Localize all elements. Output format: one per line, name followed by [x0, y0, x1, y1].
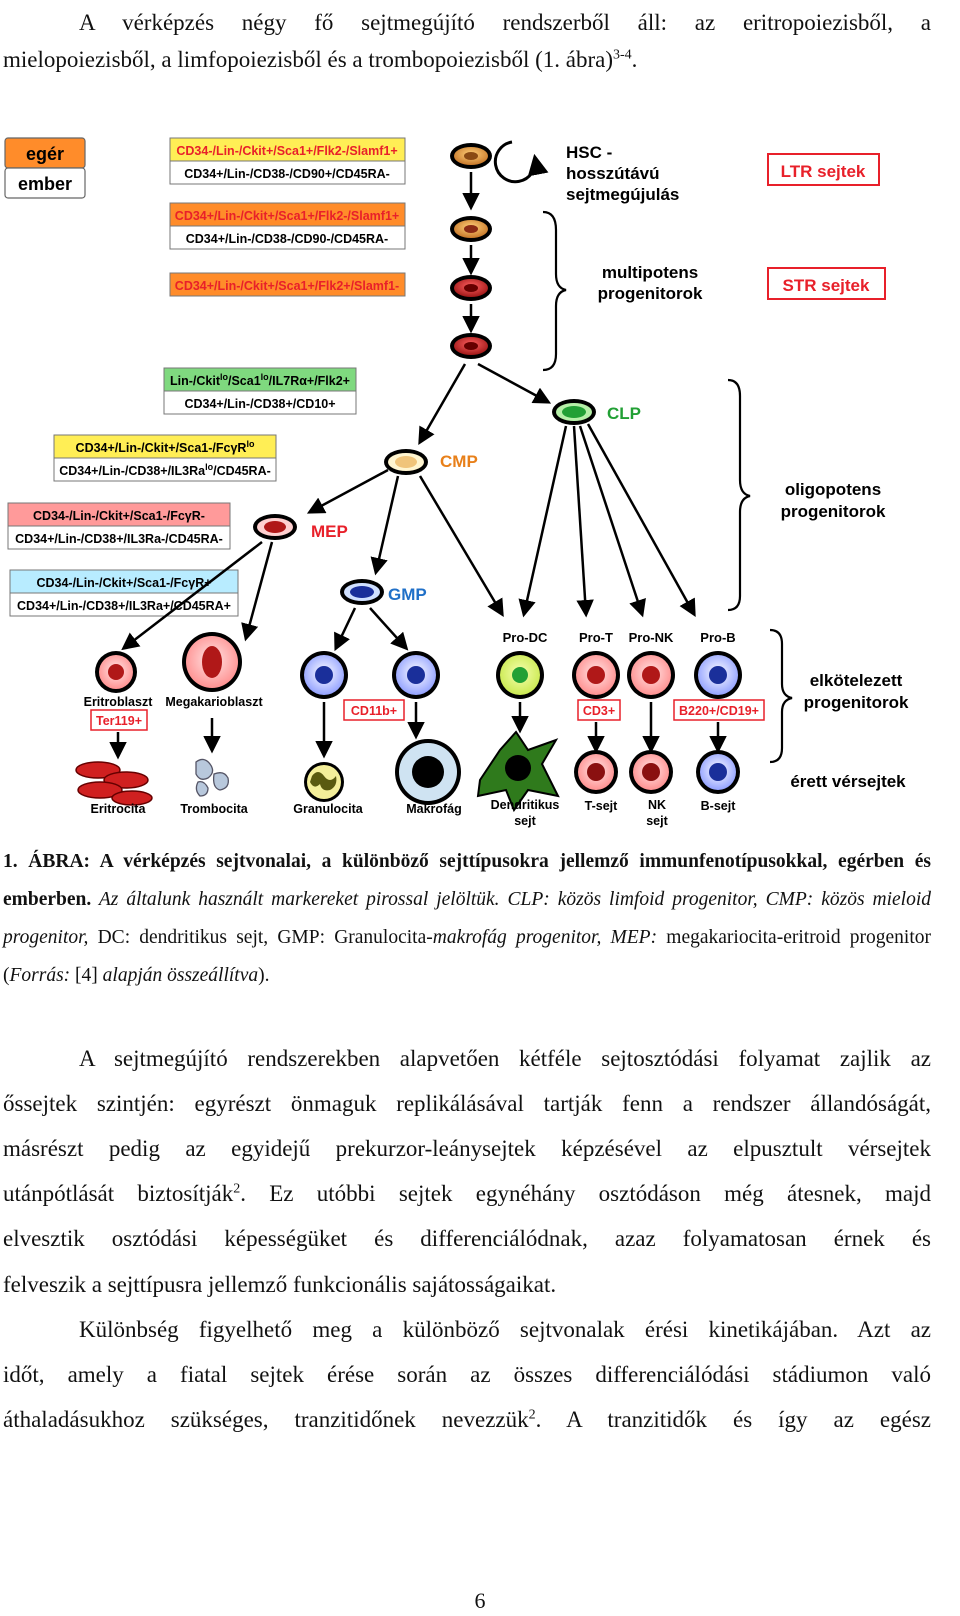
nk-cell [629, 750, 673, 794]
svg-text:Eritrocita: Eritrocita [91, 802, 147, 816]
svg-text:progenitorok: progenitorok [804, 693, 909, 712]
intro-line-2: mielopoiezisből, a limfopoiezisből és a … [3, 47, 638, 72]
svg-text:CD3+: CD3+ [583, 704, 615, 718]
svg-text:Granulocita: Granulocita [293, 802, 364, 816]
svg-text:MEP: MEP [311, 522, 348, 541]
svg-text:CD34+/Lin-/CD38+/IL3Ralo/CD45R: CD34+/Lin-/CD38+/IL3Ralo/CD45RA- [59, 462, 271, 478]
svg-text:CD34+/Lin-/CD38-/CD90-/CD45RA-: CD34+/Lin-/CD38-/CD90-/CD45RA- [186, 232, 388, 246]
oligopotent-brace [727, 378, 751, 612]
svg-text:hosszútávú: hosszútávú [566, 164, 660, 183]
svg-text:B-sejt: B-sejt [701, 799, 737, 813]
svg-text:CD34-/Lin-/Ckit+/Sca1+/Flk2-/S: CD34-/Lin-/Ckit+/Sca1+/Flk2-/Slamf1+ [176, 144, 397, 158]
pro-nk-cell [627, 651, 675, 699]
b-cell [696, 750, 740, 794]
thrombocyte-cells [195, 758, 229, 797]
svg-text:STR sejtek: STR sejtek [783, 276, 870, 295]
svg-text:CD34+/Lin-/CD38+/CD10+: CD34+/Lin-/CD38+/CD10+ [184, 397, 335, 411]
svg-text:LTR sejtek: LTR sejtek [781, 162, 866, 181]
macrophage-cell [395, 739, 461, 805]
svg-text:CMP: CMP [440, 452, 478, 471]
svg-text:CLP: CLP [607, 404, 641, 423]
maturation-arrows [109, 702, 727, 760]
svg-text:Trombocita: Trombocita [180, 802, 248, 816]
str-markers: CD34+/Lin-/Ckit+/Sca1+/Flk2-/Slamf1+ CD3… [169, 202, 406, 250]
svg-text:CD34+/Lin-/Ckit+/Sca1+/Flk2-/S: CD34+/Lin-/Ckit+/Sca1+/Flk2-/Slamf1+ [175, 209, 399, 223]
pro-t-cell [572, 651, 620, 699]
granulocyte-cell [304, 762, 344, 802]
figure-caption: 1. ÁBRA: A vérképzés sejtvonalai, a külö… [3, 851, 932, 986]
erythroblast-cell: Eritroblaszt [84, 651, 154, 709]
svg-text:CD34+/Lin-/CD38-/CD90+/CD45RA-: CD34+/Lin-/CD38-/CD90+/CD45RA- [184, 167, 390, 181]
gran-progenitor-cell [300, 651, 348, 699]
svg-text:egér: egér [26, 144, 64, 164]
cmp-markers: CD34+/Lin-/Ckit+/Sca1-/FcγRlo CD34+/Lin-… [53, 434, 277, 482]
svg-text:CD34+/Lin-/Ckit+/Sca1+/Flk2+/S: CD34+/Lin-/Ckit+/Sca1+/Flk2+/Slamf1- [175, 279, 399, 293]
str-badge: STR sejtek [767, 267, 886, 300]
species-legend: egér ember [4, 137, 86, 199]
gmp-cell: GMP [340, 579, 427, 605]
svg-text:sejtmegújulás: sejtmegújulás [566, 185, 679, 204]
svg-text:Pro-B: Pro-B [700, 630, 735, 645]
mature-label: érett vérsejtek [790, 772, 906, 791]
red-marker-tags: Ter119+ CD11b+ CD3+ B220+/CD19+ [90, 699, 765, 731]
gmp-markers: CD34-/Lin-/Ckit+/Sca1-/FcγR+ CD34+/Lin-/… [9, 569, 239, 617]
svg-text:Lin-/Ckitlo/Sca1lo/IL7Rα+/Flk2: Lin-/Ckitlo/Sca1lo/IL7Rα+/Flk2+ [170, 372, 350, 388]
pro-labels: Pro-DC Pro-T Pro-NK Pro-B [503, 630, 736, 645]
mpp-markers: CD34+/Lin-/Ckit+/Sca1+/Flk2+/Slamf1- [169, 272, 406, 297]
svg-text:CD34-/Lin-/Ckit+/Sca1-/FcγR+: CD34-/Lin-/Ckit+/Sca1-/FcγR+ [36, 576, 211, 590]
svg-text:CD34+/Lin-/CD38+/IL3Ra-/CD45RA: CD34+/Lin-/CD38+/IL3Ra-/CD45RA- [15, 532, 223, 546]
intro-line-1: A vérképzés négy fő sejtmegújító rendsze… [79, 10, 931, 35]
clp-markers: Lin-/Ckitlo/Sca1lo/IL7Rα+/Flk2+ CD34+/Li… [163, 367, 357, 415]
svg-text:GMP: GMP [388, 585, 427, 604]
svg-text:oligopotens: oligopotens [785, 480, 881, 499]
mep-cell: MEP [253, 514, 348, 541]
svg-text:CD11b+: CD11b+ [351, 704, 397, 718]
svg-text:Pro-DC: Pro-DC [503, 630, 548, 645]
committed-brace [769, 628, 793, 764]
dendritic-cell [476, 730, 560, 813]
svg-text:CD34+/Lin-/CD38+/IL3Ra+/CD45RA: CD34+/Lin-/CD38+/IL3Ra+/CD45RA+ [17, 599, 231, 613]
clp-cell: CLP [552, 399, 641, 425]
svg-text:progenitorok: progenitorok [781, 502, 886, 521]
mono-progenitor-cell [392, 651, 440, 699]
mature-cell-labels: Eritrocita Trombocita Granulocita Makrof… [91, 798, 737, 828]
svg-text:Eritroblaszt: Eritroblaszt [84, 695, 154, 709]
hsc-markers: CD34-/Lin-/Ckit+/Sca1+/Flk2-/Slamf1+ CD3… [169, 137, 406, 185]
multipotent-label: multipotens progenitorok [598, 263, 703, 303]
svg-text:Makrofág: Makrofág [406, 802, 462, 816]
committed-label: elkötelezett progenitorok [804, 671, 909, 712]
svg-text:Pro-T: Pro-T [579, 630, 613, 645]
svg-text:HSC -: HSC - [566, 143, 612, 162]
svg-text:CD34+/Lin-/Ckit+/Sca1-/FcγRlo: CD34+/Lin-/Ckit+/Sca1-/FcγRlo [76, 439, 255, 455]
page-number: 6 [474, 1588, 486, 1613]
self-renewal-arrow [493, 140, 549, 184]
oligopotent-label: oligopotens progenitorok [781, 480, 886, 521]
pro-dc-cell [496, 651, 544, 699]
stem-cells-column [450, 143, 492, 359]
svg-text:Megakarioblaszt: Megakarioblaszt [165, 695, 263, 709]
svg-text:Pro-NK: Pro-NK [629, 630, 674, 645]
erythrocyte-cells [75, 761, 153, 806]
svg-text:sejt: sejt [646, 814, 668, 828]
svg-text:CD34-/Lin-/Ckit+/Sca1-/FcγR-: CD34-/Lin-/Ckit+/Sca1-/FcγR- [33, 509, 205, 523]
svg-text:elkötelezett: elkötelezett [810, 671, 903, 690]
svg-text:Dendritikus: Dendritikus [491, 798, 560, 812]
megakaryoblast-cell: Megakarioblaszt [165, 632, 263, 709]
cmp-cell: CMP [384, 449, 478, 475]
svg-text:B220+/CD19+: B220+/CD19+ [679, 704, 759, 718]
svg-text:sejt: sejt [514, 814, 536, 828]
hematopoiesis-figure: egér ember CD34-/Lin-/Ckit+/Sca1+/Flk2-/… [4, 137, 909, 828]
pro-b-cell [694, 651, 742, 699]
svg-text:T-sejt: T-sejt [585, 799, 618, 813]
svg-text:progenitorok: progenitorok [598, 284, 703, 303]
svg-text:NK: NK [648, 798, 666, 812]
multipotent-brace [542, 210, 567, 372]
svg-text:ember: ember [18, 174, 72, 194]
mep-markers: CD34-/Lin-/Ckit+/Sca1-/FcγR- CD34+/Lin-/… [7, 502, 231, 550]
hsc-label: HSC - hosszútávú sejtmegújulás [566, 143, 679, 204]
svg-text:Ter119+: Ter119+ [96, 714, 142, 728]
t-cell [574, 750, 618, 794]
ltr-badge: LTR sejtek [767, 153, 880, 186]
svg-text:multipotens: multipotens [602, 263, 698, 282]
